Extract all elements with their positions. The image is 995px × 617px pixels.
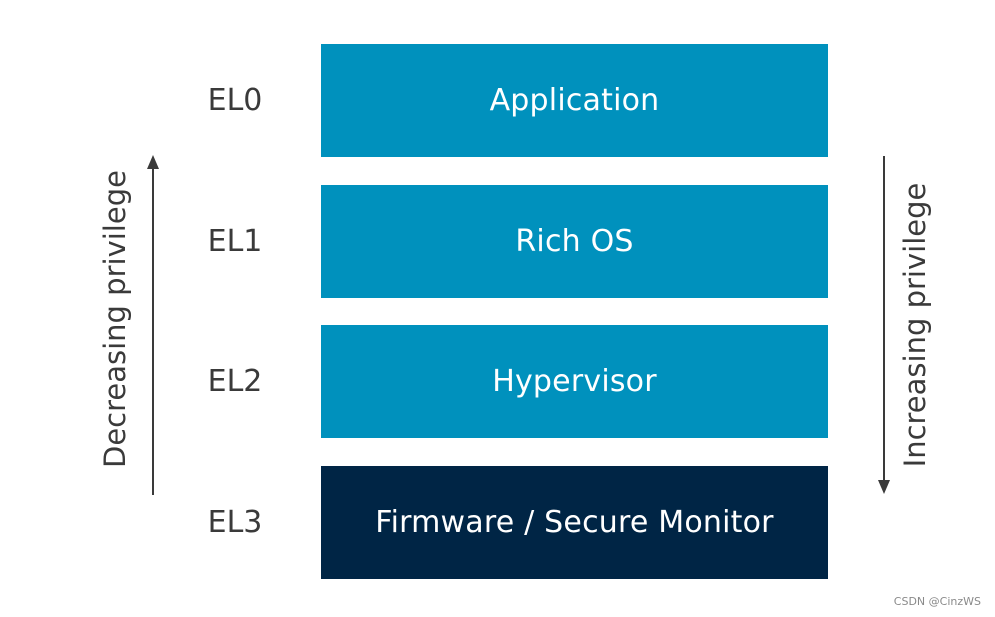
layer-hypervisor-label: Hypervisor xyxy=(492,364,657,399)
layer-firmware-secure-monitor: Firmware / Secure Monitor xyxy=(321,466,828,579)
el1-label: EL1 xyxy=(207,224,263,259)
down-arrow-icon xyxy=(875,156,893,496)
up-arrow-icon xyxy=(144,155,162,497)
increasing-privilege-label: Increasing privilege xyxy=(898,182,932,468)
decreasing-privilege-label: Decreasing privilege xyxy=(98,170,132,468)
layer-rich-os: Rich OS xyxy=(321,185,828,298)
watermark: CSDN @CinzWS xyxy=(893,595,981,608)
el0-label: EL0 xyxy=(207,83,263,118)
layer-application-label: Application xyxy=(489,83,660,118)
layer-firmware-label: Firmware / Secure Monitor xyxy=(375,505,774,540)
layer-application: Application xyxy=(321,44,828,157)
layer-rich-os-label: Rich OS xyxy=(515,224,634,259)
layer-hypervisor: Hypervisor xyxy=(321,325,828,438)
el2-label: EL2 xyxy=(207,364,263,399)
el3-label: EL3 xyxy=(207,505,263,540)
